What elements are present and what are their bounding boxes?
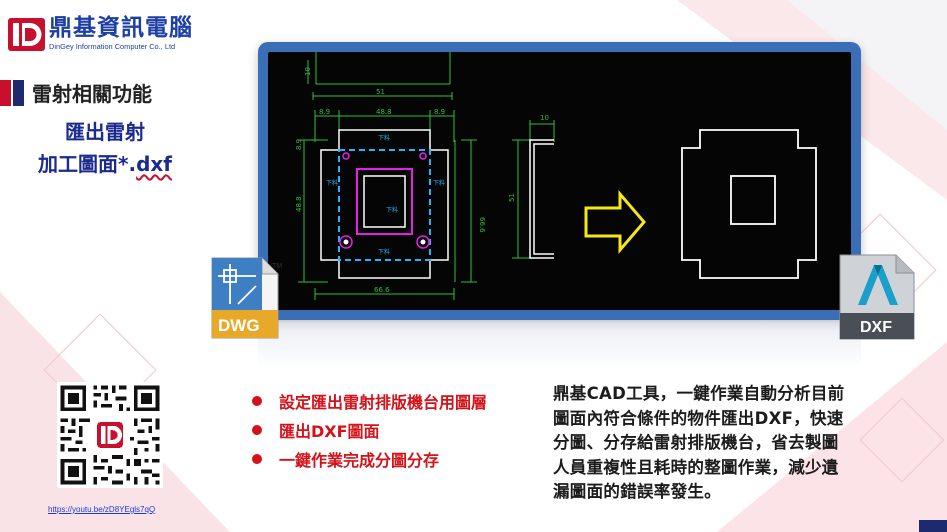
logo-name-cn: 鼎基資訊電腦 [49, 15, 193, 41]
section-bar-red [0, 79, 11, 106]
youtube-link[interactable]: https://youtu.be/zD8YEgls7qQ [48, 505, 156, 514]
monitor-frame: 10 51 8.9 48.8 8.9 48.8 8.9 66.6 66.6 10… [258, 42, 861, 320]
cad-dim-10-top: 10 [304, 67, 312, 76]
company-logo: 鼎基資訊電腦 DinGey Information Computer Co., … [8, 16, 193, 53]
cad-dim-48-8-top: 48.8 [376, 108, 392, 116]
description-line: 鼎基CAD工具，一鍵作業自動分析目前 [553, 384, 845, 403]
cad-dim-8-9-right: 8.9 [434, 108, 445, 116]
feature-text: 一鍵作業完成分圖分存 [279, 450, 440, 470]
description-line: 人員重複性且耗時的整圖作業，減少遺 [553, 457, 839, 477]
decor-corner-mark [919, 520, 947, 532]
dxf-label: DXF [860, 319, 892, 336]
feature-item: 匯出DXF圖面 [252, 415, 487, 444]
cad-dim-8-9-left: 8.9 [319, 108, 330, 116]
cad-dim-10-profile: 10 [540, 114, 549, 122]
description: 鼎基CAD工具，一鍵作業自動分析目前 圖面內符合條件的物件匯出DXF，快速 分圖… [553, 382, 895, 505]
cad-dim-8-9-side: 8.9 [295, 139, 303, 150]
cad-dim-48-8-side: 48.8 [295, 196, 303, 212]
section-title: 雷射相關功能 [32, 82, 152, 106]
dwg-tm: TM [272, 263, 282, 270]
feature-text: 設定匯出雷射排版機台用圖層 [279, 392, 488, 412]
feature-text: 匯出DXF圖面 [279, 421, 380, 441]
feature-item: 一鍵作業完成分圖分存 [252, 444, 487, 473]
dwg-file-icon: DWG TM [211, 257, 282, 339]
subtitle-line2: 加工圖面*.dxf [0, 148, 210, 177]
section-bar-blue [13, 79, 24, 106]
bullet-icon [252, 453, 262, 464]
dwg-label: DWG [218, 316, 260, 335]
cad-screen: 10 51 8.9 48.8 8.9 48.8 8.9 66.6 66.6 10… [268, 52, 851, 310]
section-header: 雷射相關功能 [0, 78, 152, 107]
logo-name-en: DinGey Information Computer Co., Ltd [49, 42, 176, 51]
cad-dim-51-profile: 51 [508, 193, 516, 202]
feature-item: 設定匯出雷射排版機台用圖層 [252, 386, 487, 415]
subtitle-line1: 匯出雷射 [65, 120, 145, 144]
subtitle-line2-ext: dxf [136, 152, 172, 176]
cad-dim-66-6-side: 66.6 [478, 217, 486, 233]
cad-drawing: 10 51 8.9 48.8 8.9 48.8 8.9 66.6 66.6 10… [295, 52, 817, 300]
decor-triangle-bottom-right [717, 342, 947, 532]
cad-note-3: 下料 [433, 179, 445, 187]
cad-note-1: 下料 [378, 134, 390, 142]
subtitle-line2-main: 加工圖面*. [38, 152, 137, 176]
monitor-reflection [258, 322, 861, 370]
description-line: 漏圖面的錯誤率發生。 [553, 482, 721, 501]
cad-dim-51-top: 51 [376, 88, 385, 96]
description-line: 圖面內符合條件的物件匯出DXF，快速 [553, 408, 844, 428]
cad-note-2: 下料 [326, 179, 338, 187]
logo-mark-icon [8, 18, 45, 51]
dxf-file-icon: DXF [839, 254, 915, 340]
cad-note-5: 下料 [386, 206, 398, 214]
bullet-icon [252, 395, 262, 406]
description-line: 分圖、分存給雷射排版機台，省去製圖 [553, 433, 839, 452]
cad-dim-66-6-bottom: 66.6 [374, 286, 390, 294]
qr-code[interactable] [57, 382, 163, 488]
cad-note-4: 下料 [378, 248, 390, 256]
feature-list: 設定匯出雷射排版機台用圖層 匯出DXF圖面 一鍵作業完成分圖分存 [252, 386, 487, 473]
bullet-icon [252, 424, 262, 435]
